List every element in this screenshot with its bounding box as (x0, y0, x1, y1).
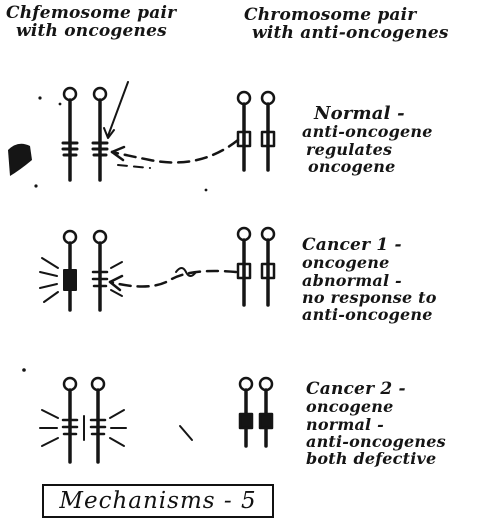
label-cancer-2-line-2: oncogene (306, 398, 446, 415)
label-normal-line-2: anti-oncogene (302, 123, 433, 140)
label-cancer-1-line-2: oncogene (302, 254, 437, 271)
defective-anti-oncogene (240, 414, 252, 428)
label-normal-line-4: oncogene (308, 158, 433, 175)
stray-mark (180, 426, 192, 440)
row-cancer-2 (40, 378, 272, 462)
anti-oncogene-pair-normal (238, 92, 274, 170)
label-cancer-2: Cancer 2 - oncogene normal - anti-oncoge… (306, 380, 446, 467)
label-cancer-2-line-4: anti-oncogenes (306, 433, 446, 450)
activity-rays-cancer-1 (40, 258, 122, 302)
row-normal (63, 82, 274, 180)
label-cancer-2-line-1: Cancer 2 - (306, 380, 446, 398)
abnormal-oncogene-band (64, 270, 76, 290)
label-normal-line-1: Normal - (314, 104, 433, 123)
label-cancer-1-line-1: Cancer 1 - (302, 236, 437, 254)
label-cancer-1-line-3: abnormal - (302, 272, 437, 289)
label-cancer-2-line-3: normal - (306, 416, 446, 433)
label-cancer-2-line-5: both defective (306, 450, 446, 467)
label-normal-line-3: regulates (306, 141, 433, 158)
label-cancer-1-line-5: anti-oncogene (302, 306, 437, 323)
regulation-arrow-normal (112, 140, 238, 163)
pointer-arrow (108, 82, 128, 136)
activity-rays-cancer-2 (40, 410, 126, 446)
defective-anti-oncogene (260, 414, 272, 428)
label-cancer-1-line-4: no response to (302, 289, 437, 306)
anti-oncogene-pair-cancer-1 (238, 228, 274, 305)
oncogene-pair-cancer-2 (40, 378, 126, 462)
failed-regulation-arrow (110, 271, 236, 287)
label-cancer-1: Cancer 1 - oncogene abnormal - no respon… (302, 236, 437, 323)
caption-box: Mechanisms - 5 (42, 484, 274, 518)
caption-text: Mechanisms - 5 (59, 488, 256, 514)
oncogene-pair-cancer-1 (40, 231, 122, 310)
row-cancer-1 (40, 228, 274, 310)
anti-oncogene-pair-cancer-2 (240, 378, 272, 446)
label-normal: Normal - anti-oncogene regulates oncogen… (314, 104, 433, 175)
